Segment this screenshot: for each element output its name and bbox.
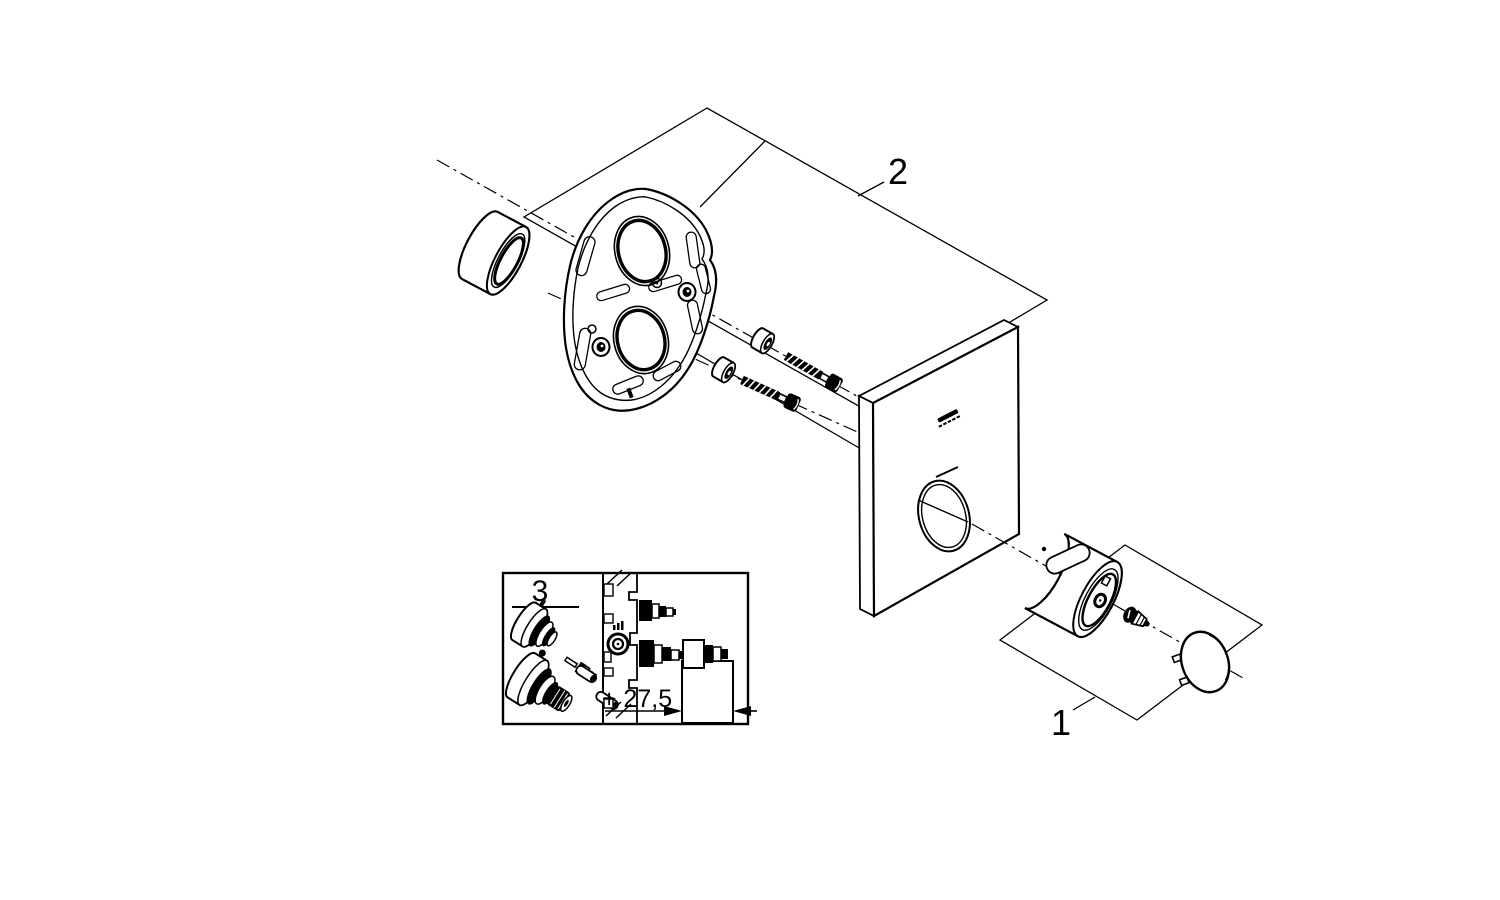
plate-pilot-hole-2: [587, 324, 597, 334]
spindle-lower: [639, 640, 682, 667]
cover-plate: [857, 318, 1021, 618]
plate-upper-opening: [613, 215, 671, 287]
cover-plate-left-edge: [858, 394, 875, 618]
cartridge-large: [504, 649, 573, 713]
handle-screw: [1123, 606, 1150, 628]
cap-face: [1179, 630, 1231, 694]
group-2-fold-line: [699, 140, 766, 208]
sleeve-front-rim: [485, 225, 531, 296]
spindle-upper: [639, 600, 676, 621]
knob-center-socket: [1093, 592, 1108, 609]
extension-capsule-1: [575, 665, 598, 683]
dimension-arrow-left: [664, 706, 682, 716]
group-2-leader-line: [857, 181, 885, 197]
plate-pilot-hole-1: [651, 277, 663, 289]
valve-emblem: [606, 632, 630, 656]
plate-boss-upper: [677, 282, 697, 302]
cartridge-small: [509, 598, 558, 648]
seal-grommet-upper: [750, 327, 776, 355]
sleeve-bore: [493, 236, 525, 286]
plate-boss-lower: [591, 337, 611, 357]
handle-knob: [1024, 532, 1123, 638]
mounting-plate: [562, 187, 718, 412]
group-1-panel-outline: [998, 544, 1264, 721]
dimension-27-5: + 27,5: [602, 685, 757, 716]
callout-2-label: 2: [888, 151, 908, 192]
knob-pin-hole: [1041, 546, 1047, 552]
callout-3-label: 3: [532, 575, 549, 608]
valve-mini-glyph: [613, 621, 624, 630]
callout-1-label: 1: [1051, 702, 1071, 743]
plate-inner-outline: [572, 196, 709, 402]
group-1-bracket: [998, 544, 1264, 721]
end-cap: [1171, 630, 1231, 694]
screw-head: [824, 373, 843, 393]
inset-detail-box: 3: [501, 569, 757, 726]
dimension-arrow-right: [733, 706, 751, 716]
fixing-screw-lower: [740, 375, 801, 412]
group-1-leader-line: [1072, 696, 1096, 711]
extension-spindle: [682, 639, 728, 669]
plate-notch-mark: [626, 387, 634, 399]
cover-plate-hole: [917, 479, 971, 553]
grohe-logo-mark: [937, 409, 961, 428]
plate-lower-opening: [612, 305, 670, 375]
knob-grip-recess: [1045, 543, 1091, 575]
plate-web-slots: [573, 231, 712, 395]
assembly-direction-line: [683, 345, 874, 457]
extension-block: [681, 660, 734, 724]
valve-wall-notches: [603, 583, 614, 709]
fixing-screw-upper: [783, 352, 843, 393]
seal-grommet-lower: [711, 356, 737, 384]
sleeve-ring: [457, 210, 531, 296]
orientation-tick: [935, 466, 959, 478]
axis-through-hole: [917, 499, 969, 523]
dimension-label: + 27,5: [602, 685, 672, 713]
knurled-end: [547, 686, 571, 712]
knob-rim-tab: [1100, 575, 1112, 587]
valve-wall-edge: [628, 573, 638, 724]
